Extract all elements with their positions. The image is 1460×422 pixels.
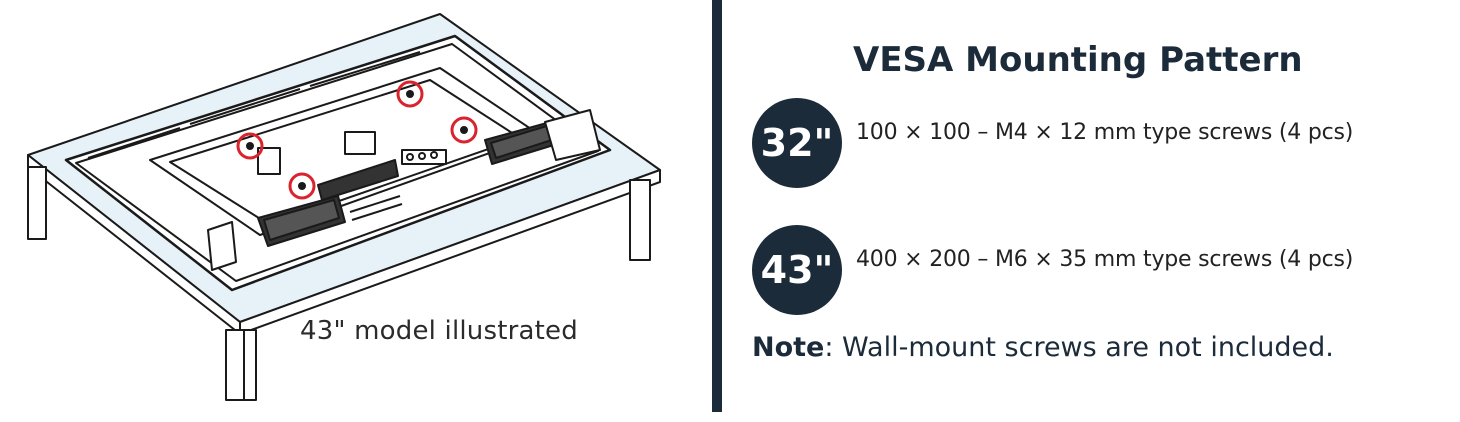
- vesa-row-32: 32" 100 × 100 – M4 × 12 mm type screws (…: [752, 98, 1452, 188]
- size-badge: 32": [752, 98, 842, 188]
- vesa-row-43: 43" 400 × 200 – M6 × 35 mm type screws (…: [752, 225, 1452, 315]
- section-title: VESA Mounting Pattern: [853, 40, 1303, 80]
- screw-spec: 400 × 200 – M6 × 35 mm type screws (4 pc…: [856, 247, 1354, 272]
- illustration-panel: 43" model illustrated: [0, 0, 712, 422]
- screw-spec: 100 × 100 – M4 × 12 mm type screws (4 pc…: [856, 120, 1354, 145]
- vertical-divider: [712, 0, 722, 412]
- illustration-caption: 43" model illustrated: [300, 316, 578, 346]
- vesa-info-panel: VESA Mounting Pattern 32" 100 × 100 – M4…: [722, 0, 1460, 422]
- note-label: Note: [752, 332, 825, 363]
- size-badge: 43": [752, 225, 842, 315]
- tv-back-on-table-illustration: [27, 13, 661, 401]
- note-text: Note: Wall-mount screws are not included…: [752, 332, 1334, 363]
- note-body: : Wall-mount screws are not included.: [824, 332, 1334, 363]
